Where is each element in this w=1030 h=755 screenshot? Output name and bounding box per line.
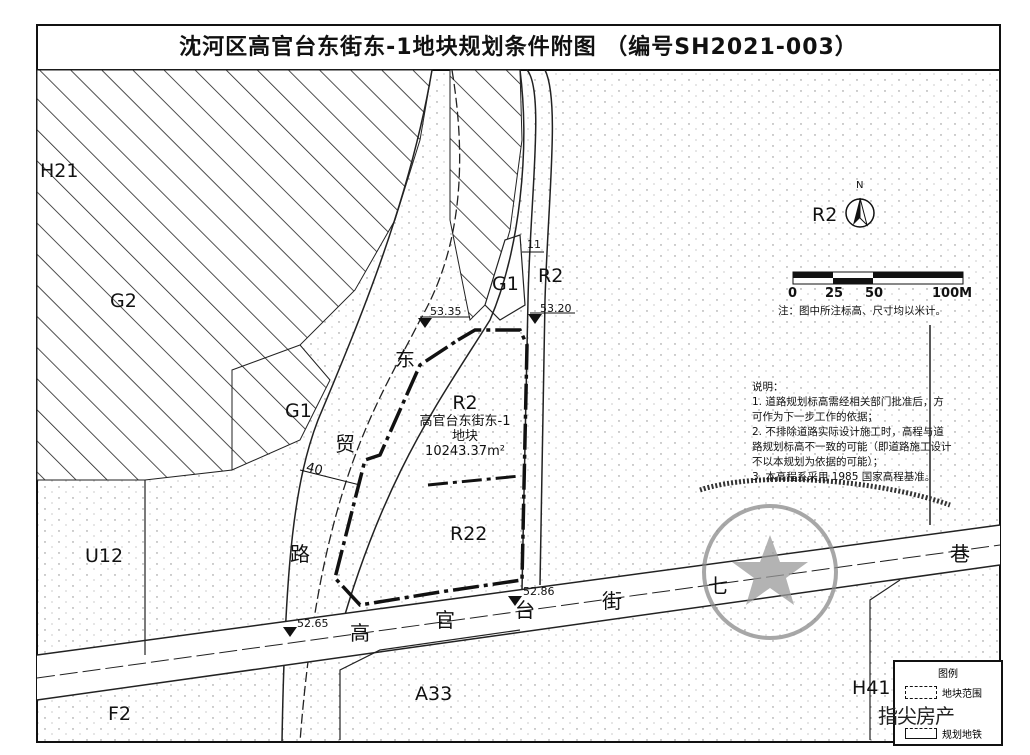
- zone-label: U12: [85, 545, 124, 567]
- scale-tick: 25: [825, 286, 844, 301]
- watermark: 指尖房产: [878, 704, 955, 728]
- parcel-boundary: [333, 328, 529, 607]
- road-centerline: [299, 69, 461, 743]
- road-name-char: 巷: [950, 542, 970, 566]
- note-line: 可作为下一步工作的依据；: [752, 411, 878, 423]
- road-name-char: 七: [708, 574, 728, 598]
- zone-label: H21: [40, 160, 79, 182]
- road-name-char: 路: [290, 542, 310, 566]
- scale-tick: 0: [788, 286, 798, 301]
- parcel-label: R2 高官台东街东-1 地块 10243.37m²: [400, 392, 530, 459]
- legend-item: 地块范围: [942, 689, 982, 700]
- road-width: 11: [527, 238, 541, 251]
- zone-label: G2: [110, 290, 137, 312]
- elevation-label: 53.35: [430, 305, 462, 318]
- note-line: 不以本规划为依据的可能）；: [752, 456, 884, 468]
- notes: 说明： 1. 道路规划标高需经相关部门批准后，方 可作为下一步工作的依据； 2.…: [752, 380, 952, 485]
- zone-label: H41: [852, 677, 891, 699]
- road-name-char: 贸: [335, 432, 355, 456]
- legend: 图例 地块范围 规划地铁: [893, 660, 1003, 746]
- scale-tick: 100M: [932, 286, 973, 301]
- title-bar: [36, 24, 1001, 71]
- zone-label: F2: [108, 703, 132, 725]
- parcel-land-use: R2: [452, 392, 478, 414]
- zone-label: R2: [538, 265, 564, 287]
- legend-title: 图例: [938, 669, 958, 680]
- note-line: 2. 不排除道路实际设计施工时，高程与道: [752, 426, 944, 438]
- elevation-markers: [283, 314, 542, 637]
- zone-label: A33: [415, 683, 453, 705]
- north-label: N: [856, 180, 864, 191]
- notes-heading: 说明：: [752, 381, 784, 393]
- road-edge: [334, 69, 525, 651]
- scale-tick: 50: [865, 286, 884, 301]
- zone-label: G1: [285, 400, 312, 422]
- zone-g1-hatch: [231, 344, 331, 471]
- road-edge: [539, 69, 554, 586]
- scale-bar: [792, 271, 964, 285]
- road-name-char: 台: [515, 598, 535, 622]
- zone-label: R2: [812, 204, 838, 226]
- road-edge: [281, 69, 433, 743]
- zone-label: G1: [492, 273, 519, 295]
- road-name-char: 东: [395, 347, 415, 371]
- map-title: 沈河区高官台东街东-1地块规划条件附图 （编号SH2021-003）: [179, 35, 858, 60]
- note-line: 3. 本高程系采用 1985 国家高程基准。: [752, 471, 936, 483]
- r22-boundary: [427, 474, 521, 487]
- road-name-char: 街: [602, 589, 622, 613]
- parcel-boundary-swatch-icon: [905, 686, 937, 699]
- note-line: 路规划标高不一致的可能（即道路施工设计: [752, 441, 952, 453]
- parcel-name2: 地块: [451, 429, 478, 444]
- elevation-label: 53.20: [540, 302, 572, 315]
- sub-zone-label: R22: [450, 523, 488, 545]
- metro-swatch-icon: [905, 728, 937, 739]
- note-line: 1. 道路规划标高需经相关部门批准后，方: [752, 396, 944, 408]
- road-name-char: 官: [435, 608, 455, 632]
- elevation-label: 52.65: [297, 617, 329, 630]
- parcel-name: 高官台东街东-1: [419, 414, 511, 429]
- road-edge: [521, 69, 537, 591]
- parcel-area: 10243.37m²: [425, 444, 505, 459]
- elevation-label: 52.86: [523, 585, 555, 598]
- scale-note: 注：图中所注标高、尺寸均以米计。: [778, 305, 946, 317]
- road-name-char: 高: [350, 621, 370, 645]
- official-stamp: [702, 504, 838, 640]
- north-arrow-icon: [845, 197, 875, 228]
- legend-item: 规划地铁: [942, 730, 982, 741]
